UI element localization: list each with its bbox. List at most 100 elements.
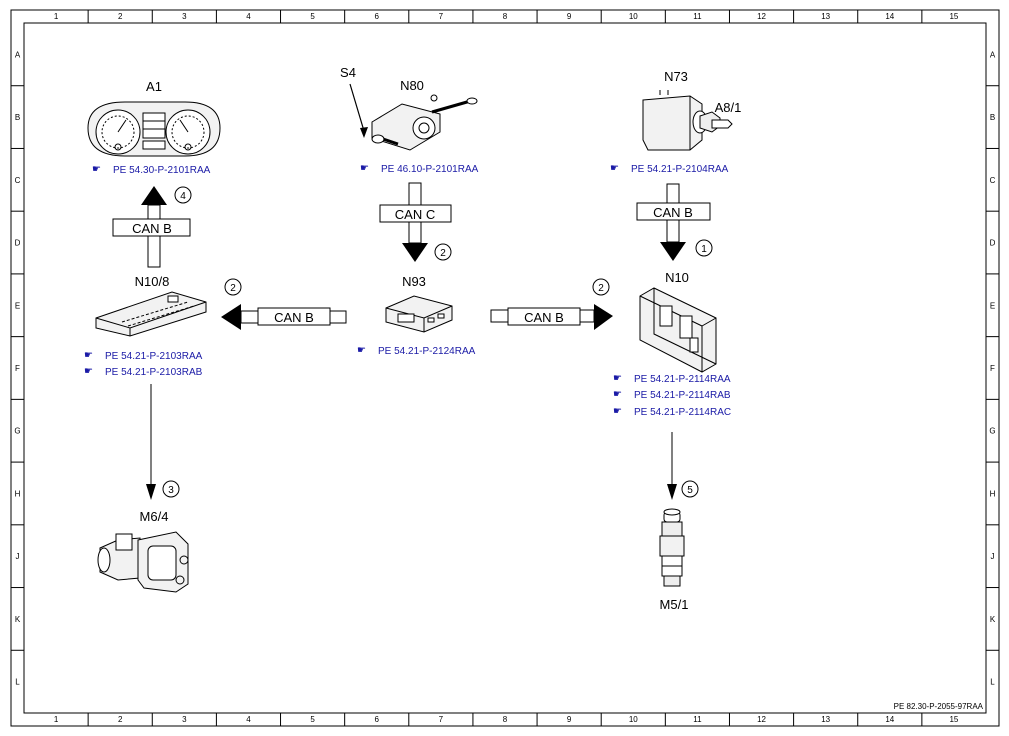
n10-ref-text[interactable]: PE 54.21-P-2114RAC	[634, 407, 731, 418]
grid-row-label: E	[990, 301, 995, 310]
grid-column-label: 13	[821, 715, 830, 724]
grid-column-label: 6	[375, 12, 380, 21]
grid-column-label: 3	[182, 12, 187, 21]
control-unit-n10: N10 ☛ PE 54.21-P-2114RAA ☛ PE 54.21-P-21…	[613, 270, 731, 418]
n80-ref-text[interactable]: PE 46.10-P-2101RAA	[381, 164, 479, 175]
grid-column-label: 6	[375, 715, 380, 724]
bus-label: CAN B	[653, 205, 693, 220]
hand-pointer-icon: ☛	[84, 350, 93, 361]
grid-row-label: F	[15, 364, 20, 373]
n10-ref-2[interactable]: ☛ PE 54.21-P-2114RAC	[613, 406, 731, 418]
grid-column-label: 14	[885, 715, 894, 724]
grid-column-label: 9	[567, 12, 572, 21]
grid-row-label: K	[15, 615, 21, 624]
hand-pointer-icon: ☛	[613, 389, 622, 400]
hand-pointer-icon: ☛	[360, 163, 369, 174]
hand-pointer-icon: ☛	[84, 366, 93, 377]
n73-ref-0[interactable]: ☛ PE 54.21-P-2104RAA	[610, 163, 729, 175]
inner-frame	[23, 22, 987, 714]
grid-column-label: 15	[949, 715, 958, 724]
s4-pointer-line	[349, 83, 365, 132]
n80-ref-0[interactable]: ☛ PE 46.10-P-2101RAA	[360, 163, 479, 175]
n10-ref-text[interactable]: PE 54.21-P-2114RAB	[634, 390, 731, 401]
n108-ref-0[interactable]: ☛ PE 54.21-P-2103RAA	[84, 350, 203, 362]
grid-row-label: G	[989, 427, 995, 436]
grid-column-label: 2	[118, 715, 123, 724]
hand-pointer-icon: ☛	[357, 345, 366, 356]
a1-ref-0[interactable]: ☛ PE 54.30-P-2101RAA	[92, 164, 211, 176]
grid-column-label: 10	[629, 12, 638, 21]
n93-ref-0[interactable]: ☛ PE 54.21-P-2124RAA	[357, 345, 476, 357]
bus-label: CAN B	[524, 310, 564, 325]
grid-row-label: B	[990, 113, 995, 122]
a1-label: A1	[146, 79, 162, 94]
step-number: 2	[230, 283, 236, 294]
grid-row-label: J	[991, 552, 995, 561]
grid-column-label: 1	[54, 12, 59, 21]
grid-row-label: K	[990, 615, 996, 624]
connection-n108-m64: 3	[146, 384, 180, 500]
control-unit-n108: N10/8 ☛ PE 54.21-P-2103RAA ☛ PE 54.21-P-…	[84, 274, 207, 378]
hand-pointer-icon: ☛	[610, 163, 619, 174]
step-number: 2	[440, 248, 446, 259]
n73-label: N73	[664, 69, 688, 84]
n108-ref-1[interactable]: ☛ PE 54.21-P-2103RAB	[84, 366, 203, 378]
grid-column-label: 12	[757, 715, 766, 724]
step-number: 4	[180, 191, 186, 202]
grid-column-label: 11	[693, 715, 702, 724]
connection-n108-a1: CAN B 4	[112, 186, 192, 268]
grid-row-label: D	[15, 239, 21, 248]
grid-row-label: C	[15, 176, 21, 185]
grid-column-label: 7	[439, 12, 444, 21]
n10-ref-1[interactable]: ☛ PE 54.21-P-2114RAB	[613, 389, 731, 401]
bus-label: CAN B	[132, 221, 172, 236]
motor-m64: M6/4	[97, 509, 189, 593]
grid-row-label: L	[990, 678, 995, 687]
m64-label: M6/4	[140, 509, 169, 524]
grid-column-label: 1	[54, 715, 59, 724]
grid-column-label: 5	[310, 715, 315, 724]
step-number: 3	[168, 485, 174, 496]
arrow-up-icon	[141, 186, 167, 205]
step-number: 5	[687, 485, 693, 496]
n93-ref-text[interactable]: PE 54.21-P-2124RAA	[378, 346, 476, 357]
grid-row-label: D	[990, 239, 996, 248]
s4-label: S4	[340, 65, 356, 80]
grid-column-label: 4	[246, 12, 251, 21]
connection-n80-n93: CAN C 2	[379, 182, 452, 262]
arrow-down-icon	[146, 484, 156, 500]
grid-row-label: E	[15, 301, 20, 310]
grid-row-label: H	[990, 489, 996, 498]
a1-ref-text[interactable]: PE 54.30-P-2101RAA	[113, 165, 211, 176]
n108-ref-text[interactable]: PE 54.21-P-2103RAB	[105, 367, 203, 378]
grid-column-label: 7	[439, 715, 444, 724]
n10-ref-0[interactable]: ☛ PE 54.21-P-2114RAA	[613, 373, 731, 385]
hand-pointer-icon: ☛	[92, 164, 101, 175]
grid-column-label: 4	[246, 715, 251, 724]
bus-label: CAN C	[395, 207, 435, 222]
grid-row-label: C	[990, 176, 996, 185]
n93-label: N93	[402, 274, 426, 289]
grid-row-label: H	[15, 489, 21, 498]
grid-column-label: 2	[118, 12, 123, 21]
n10-ref-text[interactable]: PE 54.21-P-2114RAA	[634, 374, 731, 385]
grid-row-label: A	[990, 50, 996, 59]
m51-label: M5/1	[660, 597, 689, 612]
grid-column-label: 8	[503, 12, 508, 21]
arrow-down-icon	[667, 484, 677, 500]
step-number: 2	[598, 283, 604, 294]
grid-column-label: 15	[949, 12, 958, 21]
a81-label: A8/1	[715, 100, 742, 115]
arrow-down-icon	[660, 242, 686, 261]
arrow-down-icon	[402, 243, 428, 262]
n108-ref-text[interactable]: PE 54.21-P-2103RAA	[105, 351, 203, 362]
ignition-switch-n73: N73 A8/1 ☛ PE 54.21-P-2104RAA	[610, 69, 741, 175]
grid-column-label: 8	[503, 715, 508, 724]
instrument-cluster-a1: A1 ☛ PE 54.30-P-2101RAA	[87, 79, 221, 176]
grid-column-label: 14	[885, 12, 894, 21]
n73-ref-text[interactable]: PE 54.21-P-2104RAA	[631, 164, 729, 175]
grid-column-label: 10	[629, 715, 638, 724]
grid-column-label: 9	[567, 715, 572, 724]
